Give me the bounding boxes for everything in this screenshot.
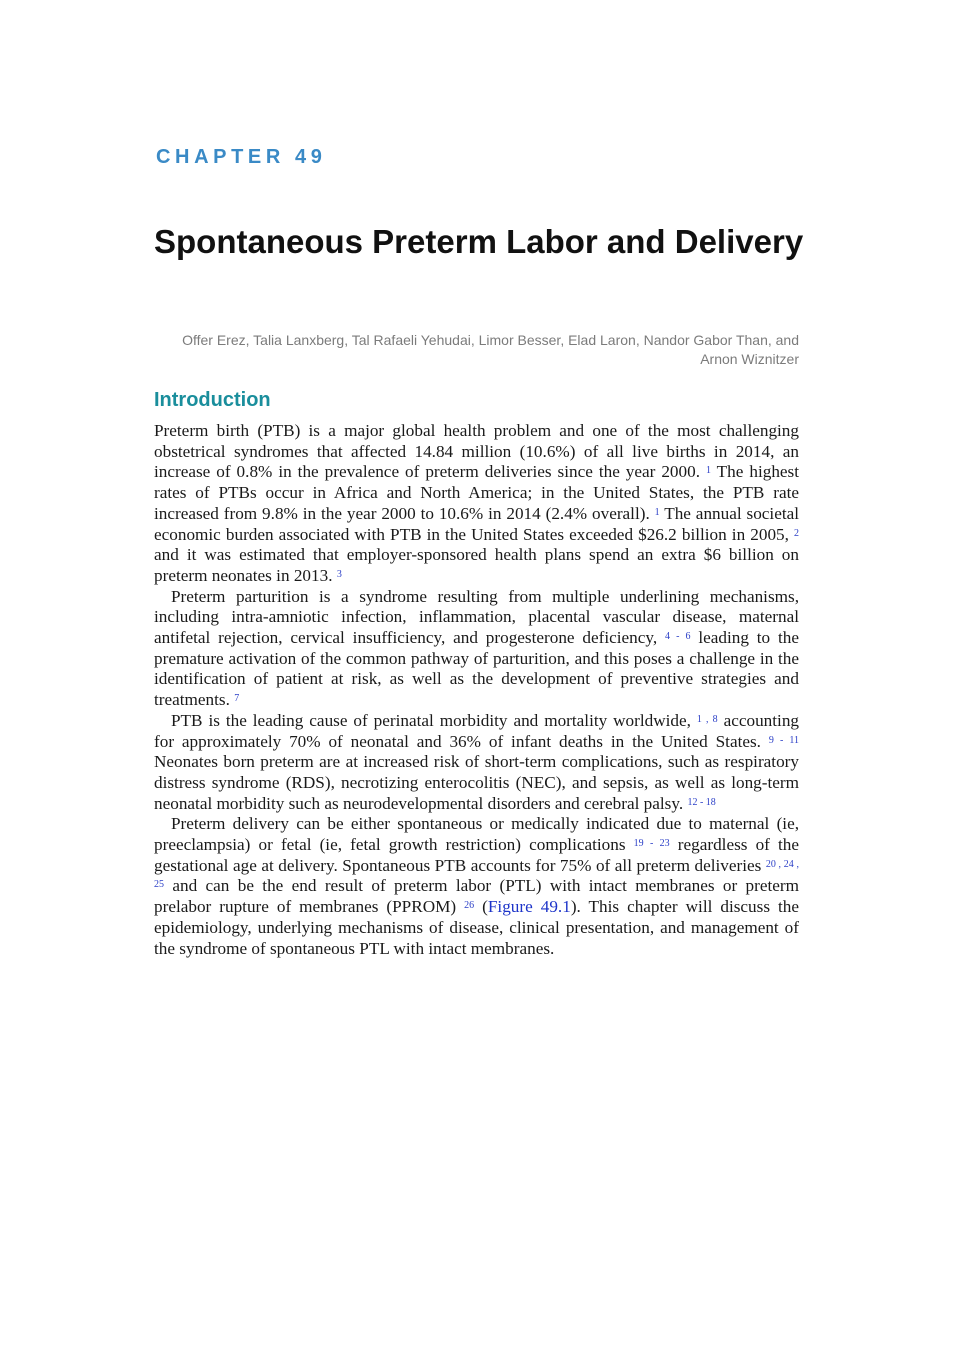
paragraph-1: Preterm birth (PTB) is a major global he… xyxy=(154,421,799,587)
reference-marker[interactable]: 7 xyxy=(234,693,240,705)
paragraph-text: leading to the premature activation of t… xyxy=(154,628,799,710)
paragraph-text: The highest rates of PTBs occur in Afric… xyxy=(154,462,800,523)
figure-link[interactable]: Figure 49.1 xyxy=(487,897,571,917)
chapter-title: Spontaneous Preterm Labor and Delivery xyxy=(154,223,804,260)
paragraph-text: Preterm birth (PTB) is a major global he… xyxy=(154,421,799,482)
reference-marker[interactable]: 2 xyxy=(794,527,800,539)
reference-marker[interactable]: 4 - 6 xyxy=(665,631,691,643)
paragraph-text: regardless of the gestational age at del… xyxy=(154,835,799,875)
section-heading-introduction: Introduction xyxy=(154,389,271,411)
reference-marker[interactable]: 19 - 23 xyxy=(633,838,670,850)
reference-marker[interactable]: 12 - 18 xyxy=(687,796,716,808)
paragraph-text: ( xyxy=(474,897,488,917)
reference-marker[interactable]: 20 , 24 , 25 xyxy=(154,858,800,891)
paragraph-3: PTB is the leading cause of perinatal mo… xyxy=(154,711,799,815)
paragraph-4: Preterm delivery can be either spontaneo… xyxy=(154,814,799,959)
body-text: Preterm birth (PTB) is a major global he… xyxy=(154,421,799,959)
paragraph-text: Neonates born preterm are at increased r… xyxy=(154,752,799,813)
paragraph-2: Preterm parturition is a syndrome result… xyxy=(154,587,799,711)
paragraph-text: accounting for approximately 70% of neon… xyxy=(154,710,800,751)
reference-marker[interactable]: 3 xyxy=(336,568,342,580)
paragraph-text: ). This chapter will discuss the epidemi… xyxy=(154,897,800,958)
reference-marker[interactable]: 1 xyxy=(706,465,711,477)
paragraph-text: Preterm delivery can be either spontaneo… xyxy=(154,814,799,855)
paragraph-text: The annual societal economic burden asso… xyxy=(154,503,799,544)
reference-marker[interactable]: 1 , 8 xyxy=(696,713,718,725)
reference-marker[interactable]: 1 xyxy=(654,506,660,518)
paragraph-text: PTB is the leading cause of perinatal mo… xyxy=(171,710,691,730)
paragraph-text: Preterm parturition is a syndrome result… xyxy=(154,586,799,648)
chapter-label: CHAPTER 49 xyxy=(156,146,327,168)
paragraph-text: and it was estimated that employer-spons… xyxy=(154,545,799,585)
reference-marker[interactable]: 9 - 11 xyxy=(768,734,799,746)
author-list: Offer Erez, Talia Lanxberg, Tal Rafaeli … xyxy=(182,332,799,367)
reference-marker[interactable]: 26 xyxy=(464,900,475,912)
paragraph-text: and can be the end result of preterm lab… xyxy=(154,876,799,917)
